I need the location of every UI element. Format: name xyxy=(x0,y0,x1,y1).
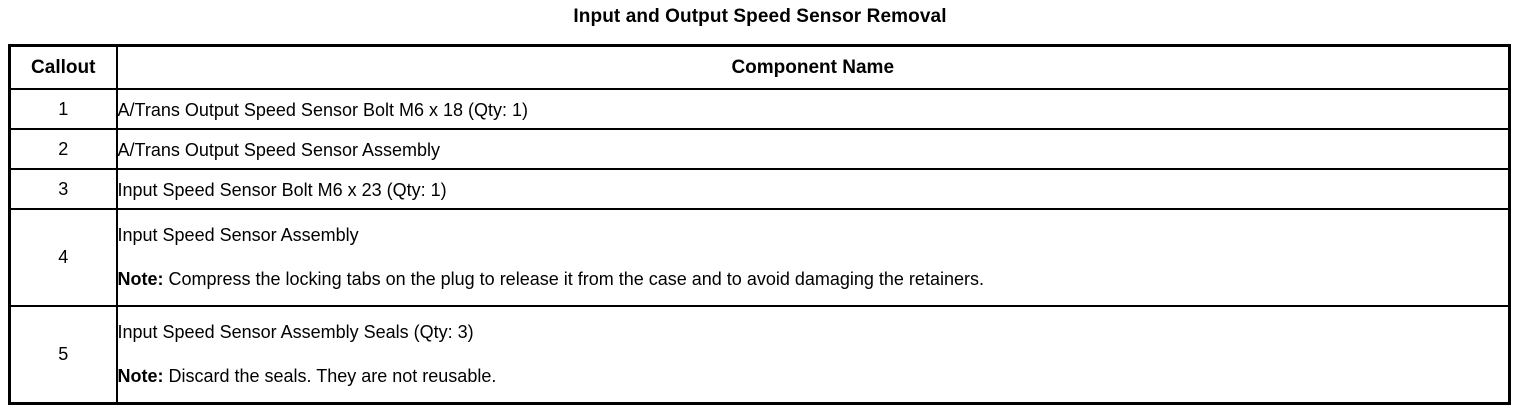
cell-component-name: Input Speed Sensor Assembly Note: Compre… xyxy=(115,208,1511,307)
cell-component-name: Input Speed Sensor Assembly Seals (Qty: … xyxy=(115,305,1511,405)
note-label: Note: xyxy=(117,268,164,289)
component-name-text: Input Speed Sensor Assembly Seals (Qty: … xyxy=(117,321,474,342)
parts-table: Callout Component Name 1 A/Trans Output … xyxy=(8,44,1511,405)
component-name-text: Input Speed Sensor Assembly xyxy=(117,224,359,245)
table-row: 3 Input Speed Sensor Bolt M6 x 23 (Qty: … xyxy=(8,168,1511,210)
component-note: Note: Discard the seals. They are not re… xyxy=(118,342,1509,390)
column-header-component-name: Component Name xyxy=(115,44,1511,90)
column-header-callout: Callout xyxy=(8,44,118,90)
cell-component-name: A/Trans Output Speed Sensor Bolt M6 x 18… xyxy=(115,88,1511,130)
cell-callout: 3 xyxy=(8,168,118,210)
table-header: Callout Component Name xyxy=(8,44,1511,90)
note-text: Compress the locking tabs on the plug to… xyxy=(163,268,984,289)
cell-callout: 5 xyxy=(8,305,118,405)
table-row: 1 A/Trans Output Speed Sensor Bolt M6 x … xyxy=(8,88,1511,130)
page-title: Input and Output Speed Sensor Removal xyxy=(573,6,947,27)
note-text: Discard the seals. They are not reusable… xyxy=(163,365,497,386)
cell-component-name: Input Speed Sensor Bolt M6 x 23 (Qty: 1) xyxy=(115,168,1511,210)
cell-callout: 4 xyxy=(8,208,118,307)
table-body: 1 A/Trans Output Speed Sensor Bolt M6 x … xyxy=(8,88,1511,405)
component-note: Note: Compress the locking tabs on the p… xyxy=(118,245,1509,293)
table-row: 2 A/Trans Output Speed Sensor Assembly xyxy=(8,128,1511,170)
table-row: 5 Input Speed Sensor Assembly Seals (Qty… xyxy=(8,305,1511,405)
cell-callout: 1 xyxy=(8,88,118,130)
table-header-row: Callout Component Name xyxy=(8,44,1511,90)
component-name-text: Input Speed Sensor Bolt M6 x 23 (Qty: 1) xyxy=(117,180,447,201)
component-name-text: A/Trans Output Speed Sensor Bolt M6 x 18… xyxy=(117,100,529,121)
component-name-text: A/Trans Output Speed Sensor Assembly xyxy=(117,140,441,161)
parts-table-container: Callout Component Name 1 A/Trans Output … xyxy=(8,44,1511,405)
note-label: Note: xyxy=(117,365,164,386)
cell-component-name: A/Trans Output Speed Sensor Assembly xyxy=(115,128,1511,170)
table-row: 4 Input Speed Sensor Assembly Note: Comp… xyxy=(8,208,1511,307)
cell-callout: 2 xyxy=(8,128,118,170)
